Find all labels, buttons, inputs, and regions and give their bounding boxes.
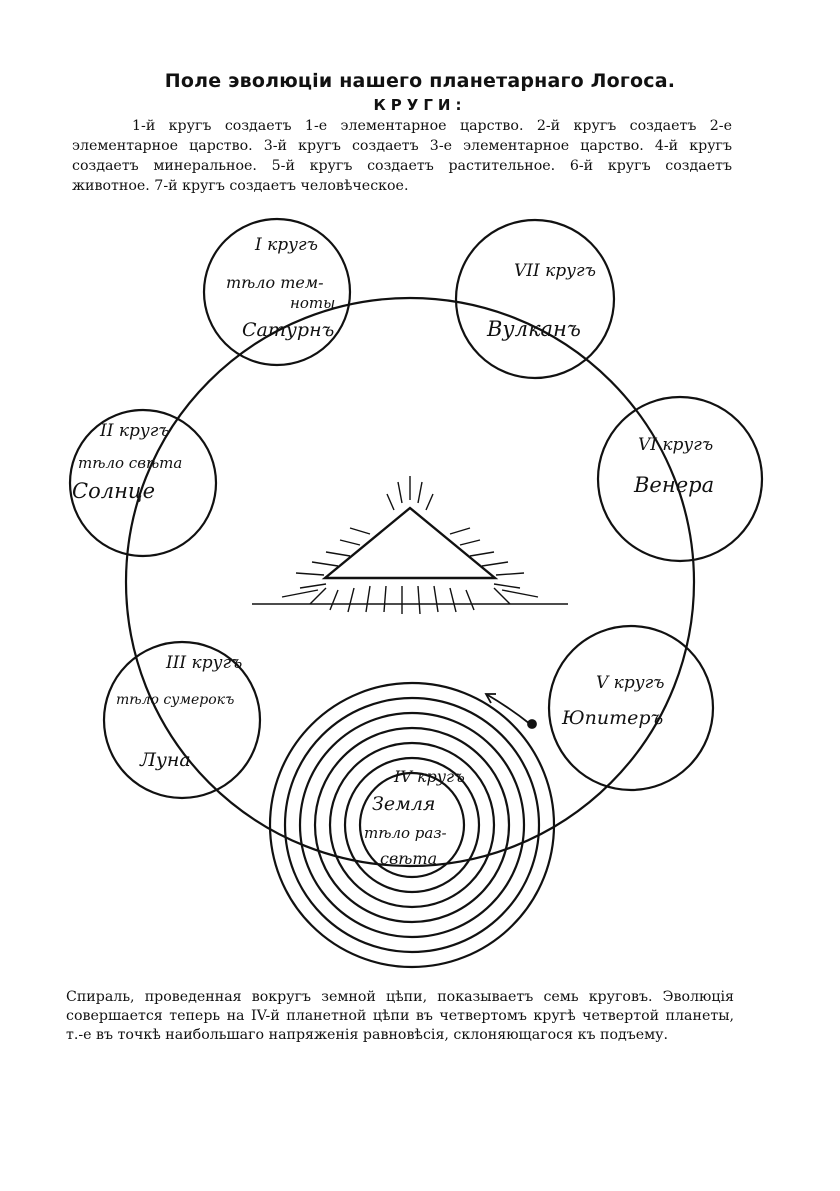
earth-spiral-rings [268, 681, 556, 969]
caption-paragraph: Спираль, проведенная вокругъ земной цѣпи… [66, 988, 734, 1045]
circle-VI [596, 395, 764, 563]
label-I: I кругъ тѣло тем- ноты Сатурнъ [226, 235, 335, 341]
svg-text:тѣло тем-: тѣло тем- [226, 273, 324, 292]
intro-paragraph: 1-й кругъ создаетъ 1-е элементарное царс… [72, 116, 732, 196]
orbit-circle [124, 296, 696, 868]
svg-text:тѣло раз-: тѣло раз- [364, 824, 447, 842]
circle-II [68, 408, 218, 558]
label-V: V кругъ Юпитеръ [561, 673, 665, 729]
direction-arrow [484, 693, 537, 729]
svg-text:тѣло свѣта: тѣло свѣта [78, 454, 182, 472]
svg-text:III кругъ: III кругъ [165, 653, 242, 673]
svg-text:Сатурнъ: Сатурнъ [242, 319, 334, 341]
circle-V [547, 624, 715, 792]
svg-text:V кругъ: V кругъ [596, 673, 665, 693]
svg-text:I кругъ: I кругъ [254, 235, 318, 255]
circle-VII [454, 218, 616, 380]
svg-text:тѣло сумерокъ: тѣло сумерокъ [116, 692, 234, 708]
svg-text:Юпитеръ: Юпитеръ [561, 707, 663, 729]
svg-text:Венера: Венера [633, 473, 714, 497]
svg-text:свѣта: свѣта [380, 849, 437, 868]
intro-text: 1-й кругъ создаетъ 1-е элементарное царс… [72, 118, 732, 194]
svg-text:VI кругъ: VI кругъ [638, 435, 713, 455]
svg-text:II кругъ: II кругъ [99, 421, 170, 441]
svg-text:Вулканъ: Вулканъ [486, 317, 581, 341]
svg-text:Солнце: Солнце [72, 479, 155, 503]
label-II: II кругъ тѣло свѣта Солнце [72, 421, 182, 503]
svg-text:IV кругъ: IV кругъ [393, 767, 465, 786]
caption-text: Спираль, проведенная вокругъ земной цѣпи… [66, 989, 734, 1043]
label-III: III кругъ тѣло сумерокъ Луна [116, 653, 242, 771]
label-VI: VI кругъ Венера [633, 435, 714, 497]
svg-text:ноты: ноты [290, 294, 335, 312]
label-IV: IV кругъ Земля тѣло раз- свѣта [364, 767, 465, 868]
svg-text:Луна: Луна [139, 749, 191, 771]
label-VII: VII кругъ Вулканъ [486, 261, 596, 341]
page-subtitle: КРУГИ: [373, 96, 467, 114]
page-title: Поле эволюціи нашего планетарнаго Логоса… [164, 70, 676, 92]
radiant-triangle [252, 476, 568, 615]
circle-I [202, 217, 352, 367]
circle-III [102, 640, 262, 800]
svg-text:Земля: Земля [372, 793, 436, 815]
svg-text:VII кругъ: VII кругъ [514, 261, 596, 281]
